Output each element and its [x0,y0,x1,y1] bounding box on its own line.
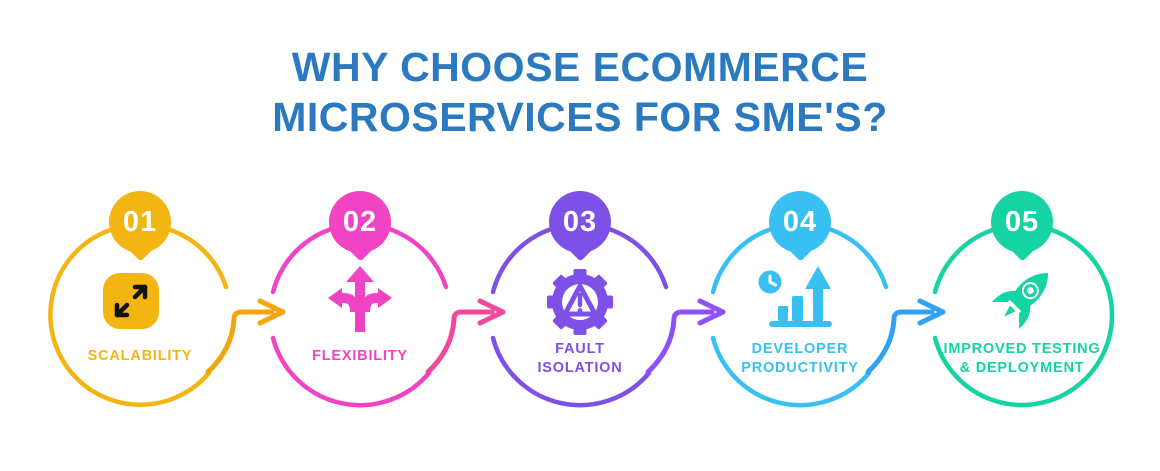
step-number-badge: 03 [549,191,611,253]
circle-scalability [48,222,229,408]
rocket-icon [992,272,1049,329]
step-label-flexibility: FLEXIBILITY [312,348,408,364]
arrowhead-icon [257,298,286,326]
arrowhead-icon [917,298,946,326]
productivity-chart-icon [758,266,832,327]
three-way-arrows-icon [328,266,392,332]
arrow-step1-step2 [205,298,286,375]
page-title-line1: WHY CHOOSE ECOMMERCE [291,44,869,90]
arrow-step3-step4 [645,298,726,375]
step-label-fault-isolation: FAULT ISOLATION [537,341,623,376]
step-label-developer-productivity: DEVELOPER PRODUCTIVITY [741,341,859,376]
arrow-step4-step5 [865,298,946,375]
arrow-step2-step3 [425,298,506,375]
page-title-line2: MICROSERVICES FOR SME'S? [272,94,888,140]
step-label-improved-testing: IMPROVED TESTING & DEPLOYMENT [943,341,1101,376]
page-title: WHY CHOOSE ECOMMERCE MICROSERVICES FOR S… [0,42,1160,142]
step-number-badge: 01 [109,191,171,253]
step-number-badge: 02 [329,191,391,253]
circle-improved-testing [932,222,1115,408]
step-label-scalability: SCALABILITY [87,348,193,364]
arrowhead-icon [477,298,506,326]
rocket-window-icon [1023,284,1037,298]
step-number-badge: 05 [991,191,1053,253]
expand-arrows-icon [103,273,159,329]
gear-warning-icon [547,269,613,335]
step-number-badge: 04 [769,191,831,253]
arrowhead-icon [697,298,726,326]
